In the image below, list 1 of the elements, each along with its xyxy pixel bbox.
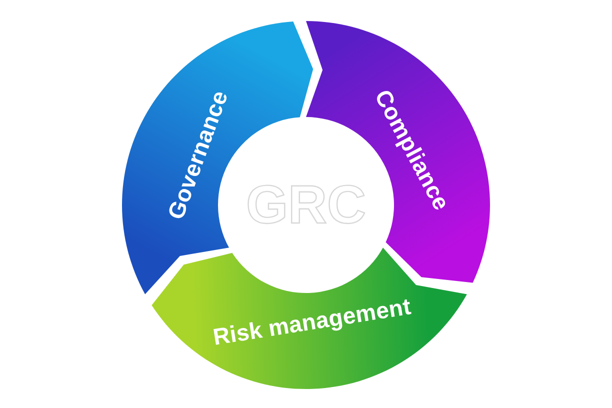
segment-label: Risk management (211, 293, 413, 351)
